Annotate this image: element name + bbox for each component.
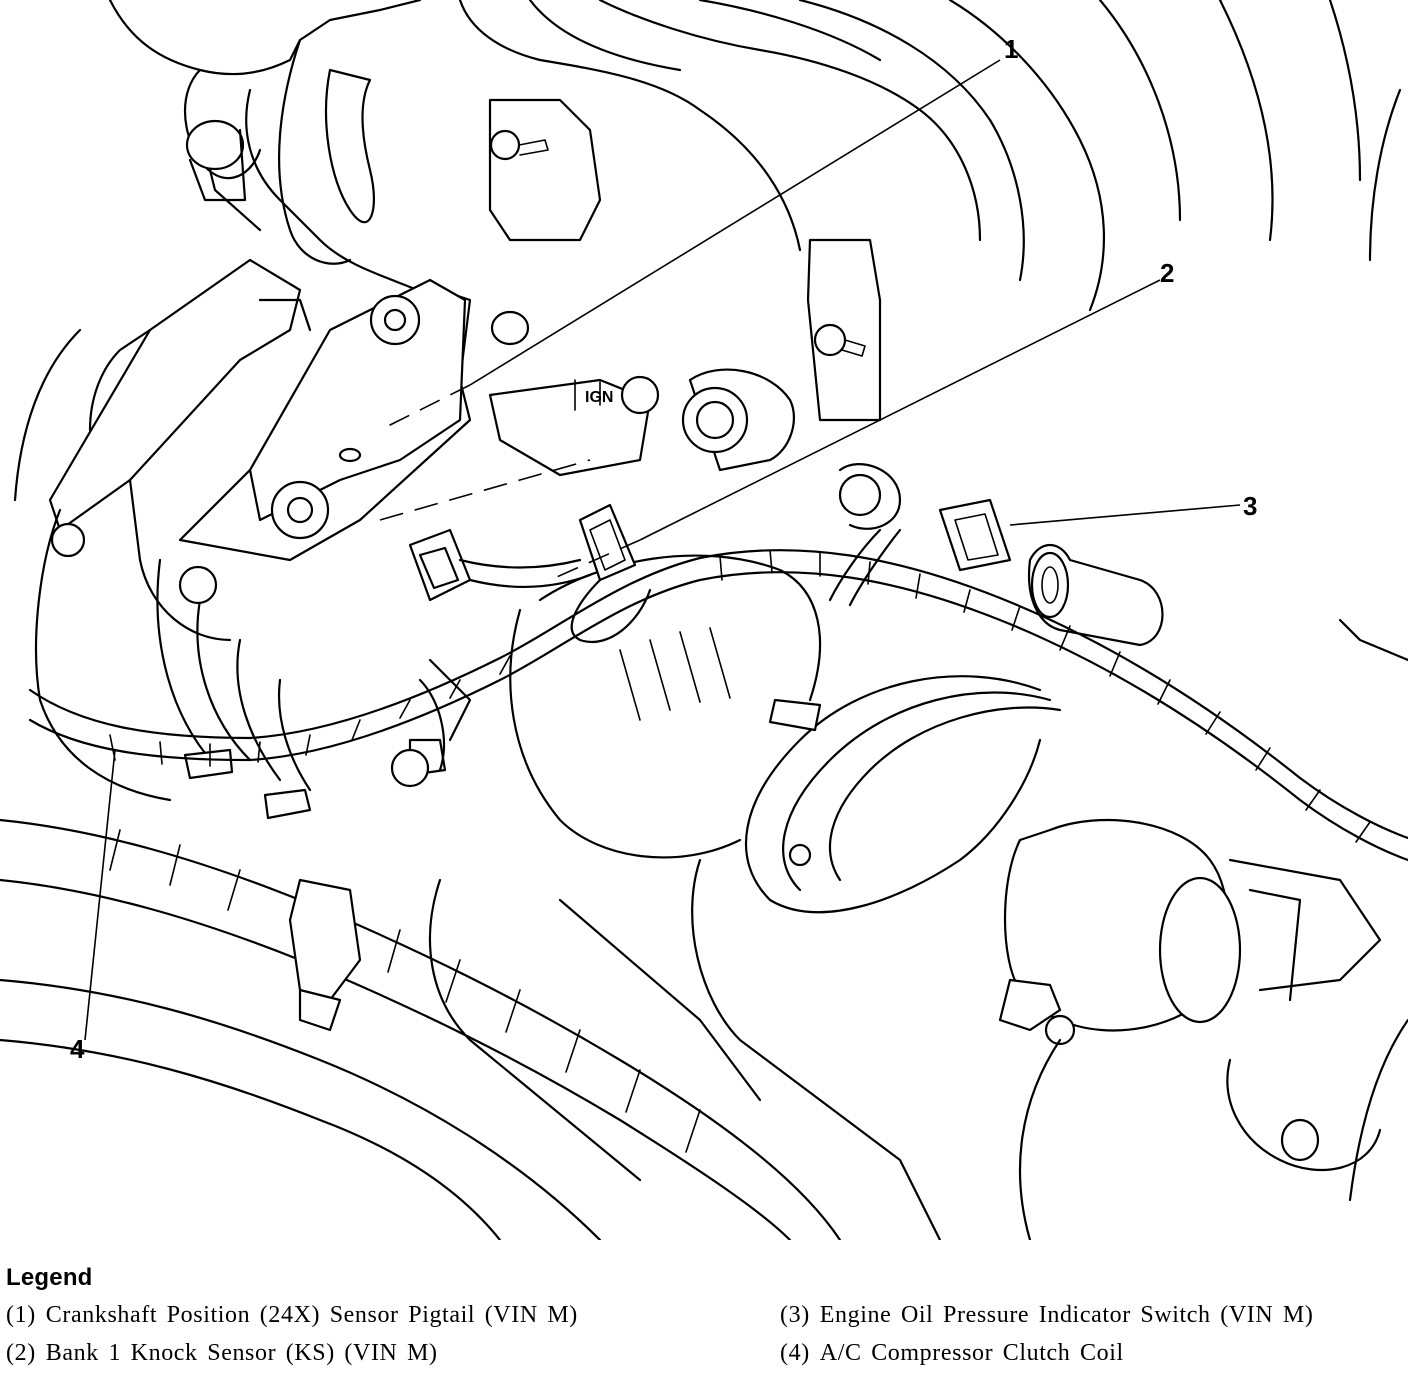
legend-item-text: A/C Compressor Clutch Coil — [819, 1340, 1124, 1366]
legend-item-1: (1) Crankshaft Position (24X) Sensor Pigt… — [6, 1302, 578, 1329]
legend: Legend (1) Crankshaft Position (24X) Sens… — [6, 1264, 1402, 1370]
legend-item-3: (3) Engine Oil Pressure Indicator Switch … — [780, 1302, 1313, 1329]
legend-item-text: Bank 1 Knock Sensor (KS) (VIN M) — [45, 1340, 438, 1366]
legend-item-4: (4) A/C Compressor Clutch Coil — [780, 1340, 1124, 1367]
leader-line-1 — [469, 59, 1001, 386]
engine-wiring-illustration: IGN — [0, 0, 1408, 1240]
callout-1: 1 — [1004, 34, 1018, 64]
part-marking-ign: IGN — [585, 389, 613, 406]
legend-item-text: Crankshaft Position (24X) Sensor Pigtail… — [45, 1302, 578, 1328]
legend-item-2: (2) Bank 1 Knock Sensor (KS) (VIN M) — [6, 1340, 438, 1367]
legend-item-number: (4) — [780, 1340, 810, 1366]
legend-item-number: (3) — [780, 1302, 810, 1328]
legend-title: Legend — [6, 1264, 93, 1291]
starter-and-pipes — [0, 618, 1408, 1240]
leader-line-2 — [639, 279, 1161, 541]
legend-item-number: (2) — [6, 1340, 36, 1366]
leader-line-3 — [1009, 504, 1241, 526]
leader-line-4 — [84, 749, 116, 1041]
callout-3: 3 — [1243, 491, 1257, 521]
callout-4: 4 — [70, 1034, 85, 1064]
oil-filter-and-harness: IGN — [28, 368, 1408, 914]
legend-item-text: Engine Oil Pressure Indicator Switch (VI… — [819, 1302, 1314, 1328]
engine-block-outline — [108, 0, 1402, 530]
legend-item-number: (1) — [6, 1302, 36, 1328]
compressor-assembly — [13, 258, 472, 820]
callout-leaders — [84, 59, 1241, 1041]
callout-2: 2 — [1160, 258, 1174, 288]
